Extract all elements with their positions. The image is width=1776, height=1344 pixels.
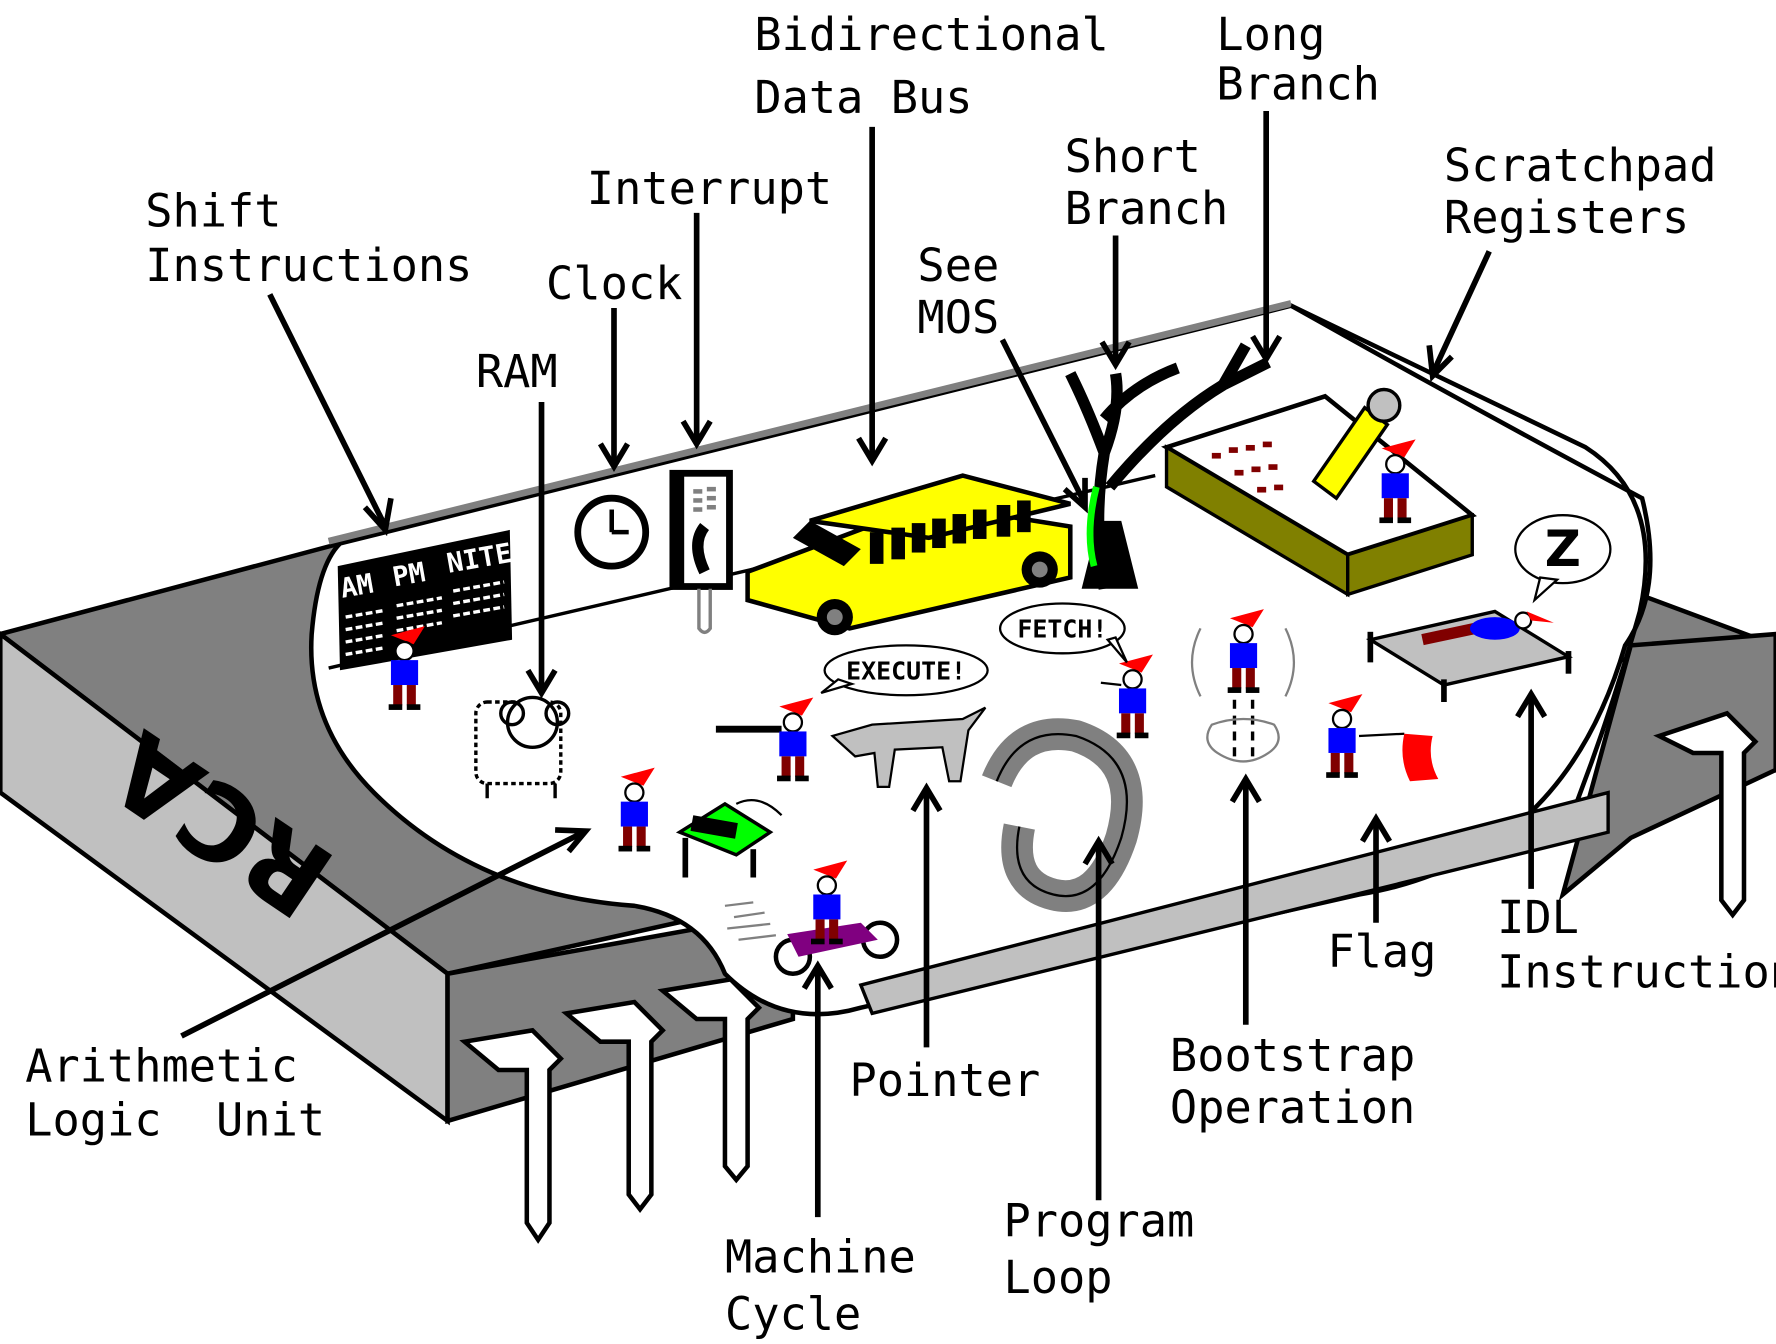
arrow-short-branch (1099, 235, 1132, 371)
board-col-am: AM (338, 569, 376, 605)
bootstrap-scene (1190, 608, 1295, 763)
program-loop-ribbon (981, 718, 1143, 912)
idl-bed-scene: Z (1365, 514, 1612, 703)
arrow-clock (597, 307, 631, 472)
leader-arrows (180, 110, 1548, 1218)
label-clock: Clock (546, 257, 682, 310)
arrow-idl (1515, 688, 1548, 889)
scratchpad-icon (1161, 387, 1477, 598)
blackboard-schedule: AM PM NITE (337, 529, 514, 671)
flag-scene (1325, 692, 1439, 782)
arrow-shift-instructions (267, 293, 394, 537)
telephone-icon (669, 469, 733, 635)
arrow-scratchpad-registers (1426, 250, 1492, 383)
arrow-pointer (910, 782, 943, 1048)
school-bus-icon (745, 473, 1073, 636)
moss-patch (1086, 486, 1100, 568)
red-flag-icon (1402, 733, 1439, 782)
arrow-see-mos (999, 338, 1088, 514)
arrow-long-branch (1250, 110, 1283, 365)
arrow-data-bus (856, 126, 889, 467)
pin (561, 999, 666, 1213)
alu-desk-calculator (675, 799, 783, 878)
board-col-pm: PM (390, 557, 428, 593)
arrow-alu (180, 827, 592, 1039)
pencil-icon (1311, 405, 1390, 501)
arrow-interrupt (680, 212, 713, 450)
arrow-bootstrap (1229, 773, 1262, 1025)
label-ram: RAM (476, 345, 558, 398)
label-interrupt: Interrupt (587, 162, 832, 215)
chip-pins (459, 710, 1759, 1244)
ram-sheep-icon (474, 695, 571, 799)
speech-bubble-fetch: FETCH! (998, 602, 1128, 664)
clock-icon (574, 494, 650, 570)
loop-track (858, 790, 1610, 1016)
bubble-execute-text: EXECUTE! (846, 656, 966, 685)
label-flag: Flag (1327, 925, 1436, 978)
pointer-dog-icon (830, 706, 987, 789)
fetch-scene: FETCH! (998, 602, 1155, 740)
bubble-sleep-text: Z (1545, 520, 1581, 578)
arrow-program-loop (1082, 835, 1115, 1201)
arrow-machine-cycle (801, 960, 834, 1218)
pin (459, 1027, 564, 1244)
bubble-fetch-text: FETCH! (1017, 614, 1107, 643)
speech-bubble-execute: EXECUTE! (820, 644, 989, 697)
machine-cycle-motorcycle (724, 859, 900, 977)
speech-bubble-sleep: Z (1514, 514, 1612, 604)
label-pointer: Pointer (850, 1054, 1041, 1107)
pin (1653, 710, 1759, 919)
arrow-flag (1359, 813, 1393, 923)
tree-icon (1065, 342, 1271, 590)
arrow-ram (525, 401, 558, 699)
execute-scene: EXECUTE! (715, 644, 989, 783)
pin (657, 976, 763, 1184)
chip-right-face (1558, 631, 1776, 901)
right-wall (1290, 303, 1648, 839)
